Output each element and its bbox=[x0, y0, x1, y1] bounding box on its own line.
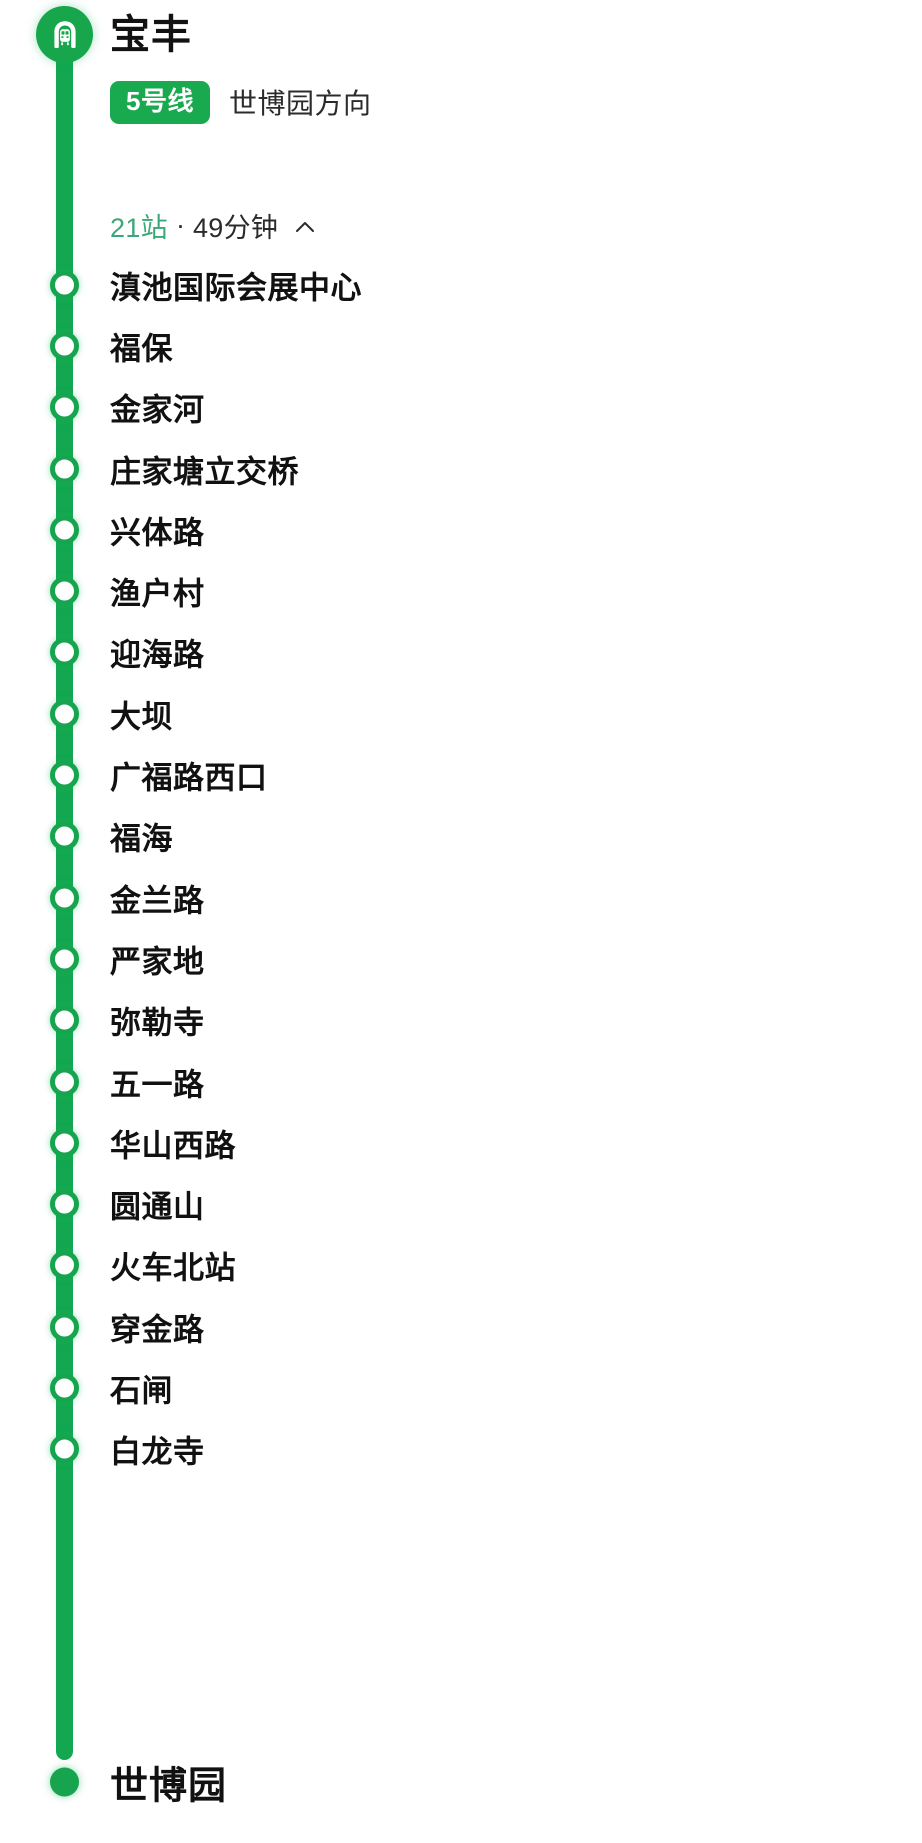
station-list-item[interactable]: 兴体路 bbox=[0, 499, 922, 560]
stop-count-label: 21站 bbox=[110, 212, 168, 243]
station-dot-icon bbox=[50, 576, 79, 606]
station-name-label: 穿金路 bbox=[110, 1312, 205, 1348]
station-list-item[interactable]: 福保 bbox=[0, 315, 922, 376]
station-list-item[interactable]: 石闸 bbox=[0, 1357, 922, 1418]
station-name-label: 火车北站 bbox=[110, 1250, 236, 1286]
station-name-label: 五一路 bbox=[110, 1067, 205, 1102]
station-list-item[interactable]: 金兰路 bbox=[0, 867, 922, 928]
station-dot-icon bbox=[50, 944, 79, 974]
station-name-label: 金兰路 bbox=[110, 883, 205, 919]
station-name-label: 庄家塘立交桥 bbox=[110, 454, 299, 490]
terminal-station-dot bbox=[50, 1767, 79, 1797]
station-name-label: 金家河 bbox=[110, 392, 205, 428]
station-list-item[interactable]: 广福路西口 bbox=[0, 744, 922, 805]
station-name-label: 华山西路 bbox=[110, 1128, 236, 1164]
station-dot-icon bbox=[50, 454, 79, 484]
station-list-item[interactable]: 穿金路 bbox=[0, 1296, 922, 1357]
station-list-item[interactable]: 华山西路 bbox=[0, 1112, 922, 1173]
station-list-item[interactable]: 圆通山 bbox=[0, 1173, 922, 1234]
station-name-label: 弥勒寺 bbox=[110, 1005, 205, 1041]
station-dot-icon bbox=[50, 331, 79, 361]
station-dot-icon bbox=[50, 760, 79, 790]
station-dot-icon bbox=[50, 821, 79, 851]
station-list: 滇池国际会展中心福保金家河庄家塘立交桥兴体路渔户村迎海路大坝广福路西口福海金兰路… bbox=[0, 254, 922, 1480]
station-list-item[interactable]: 弥勒寺 bbox=[0, 990, 922, 1051]
station-dot-icon bbox=[50, 883, 79, 913]
station-name-label: 严家地 bbox=[110, 944, 205, 980]
line-info-row: 5号线 世博园方向 bbox=[110, 80, 372, 124]
summary-separator: · bbox=[175, 209, 185, 240]
station-dot-icon bbox=[50, 637, 79, 667]
station-dot-icon bbox=[50, 1189, 79, 1219]
station-dot-icon bbox=[50, 1067, 79, 1096]
station-dot-icon bbox=[50, 1373, 79, 1403]
station-name-label: 广福路西口 bbox=[110, 760, 268, 796]
page-title: 宝丰 bbox=[110, 13, 192, 57]
station-list-item[interactable]: 白龙寺 bbox=[0, 1419, 922, 1480]
station-dot-icon bbox=[50, 699, 79, 729]
terminal-station-label: 世博园 bbox=[110, 1765, 228, 1808]
station-name-label: 福保 bbox=[110, 331, 173, 367]
station-list-item[interactable]: 渔户村 bbox=[0, 560, 922, 621]
station-list-item[interactable]: 庄家塘立交桥 bbox=[0, 438, 922, 499]
route-header: 宝丰 bbox=[0, 0, 922, 70]
station-list-item[interactable]: 迎海路 bbox=[0, 622, 922, 683]
line-direction-label: 世博园方向 bbox=[229, 88, 372, 119]
station-dot-icon bbox=[50, 1434, 79, 1464]
station-list-item[interactable]: 大坝 bbox=[0, 683, 922, 744]
chevron-up-icon[interactable] bbox=[294, 216, 316, 238]
station-list-item[interactable]: 火车北站 bbox=[0, 1235, 922, 1296]
station-dot-icon bbox=[50, 1128, 79, 1158]
station-name-label: 圆通山 bbox=[110, 1189, 205, 1225]
duration-label: 49分钟 bbox=[192, 212, 279, 243]
station-name-label: 石闸 bbox=[110, 1373, 173, 1409]
station-dot-icon bbox=[50, 1250, 79, 1280]
station-list-item[interactable]: 滇池国际会展中心 bbox=[0, 254, 922, 315]
station-dot-icon bbox=[50, 1005, 79, 1035]
station-name-label: 迎海路 bbox=[110, 637, 205, 673]
line-badge[interactable]: 5号线 bbox=[110, 80, 210, 124]
station-name-label: 兴体路 bbox=[110, 515, 205, 551]
station-name-label: 滇池国际会展中心 bbox=[110, 270, 362, 306]
metro-train-icon bbox=[36, 6, 93, 63]
station-dot-icon bbox=[50, 1312, 79, 1342]
station-name-label: 白龙寺 bbox=[110, 1434, 205, 1470]
station-list-item[interactable]: 严家地 bbox=[0, 928, 922, 989]
station-list-item[interactable]: 福海 bbox=[0, 806, 922, 867]
terminal-station[interactable]: 世博园 bbox=[0, 1747, 922, 1817]
station-dot-icon bbox=[50, 515, 79, 545]
station-list-item[interactable]: 五一路 bbox=[0, 1051, 922, 1112]
station-name-label: 大坝 bbox=[110, 699, 173, 735]
station-list-item[interactable]: 金家河 bbox=[0, 377, 922, 438]
station-name-label: 渔户村 bbox=[110, 576, 205, 612]
route-summary[interactable]: 21站 · 49分钟 bbox=[110, 207, 316, 243]
station-dot-icon bbox=[50, 392, 79, 422]
station-name-label: 福海 bbox=[110, 821, 173, 857]
station-dot-icon bbox=[50, 270, 79, 300]
